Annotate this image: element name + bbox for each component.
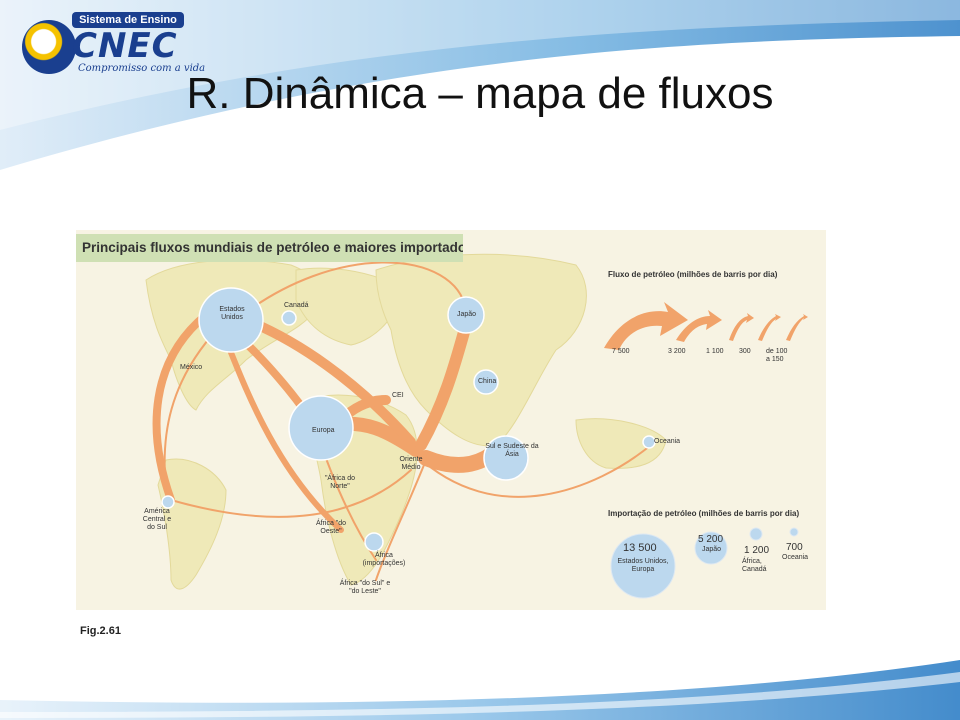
bottom-swoosh-light: [0, 672, 960, 718]
import-legend-value-2: 5 200: [698, 534, 724, 545]
import-legend-label-4: Oceania: [782, 554, 809, 561]
label-africa-norte: "África do Norte": [324, 475, 356, 490]
flow-legend-value-2: 3 200: [668, 348, 686, 355]
bubble-eua: [198, 287, 264, 353]
import-legend-label-1: Estados Unidos, Europa: [617, 558, 669, 573]
top-swoosh-light: [0, 0, 960, 130]
bottom-swoosh: [0, 660, 960, 720]
flow-thin-3: [170, 469, 412, 518]
label-cei: CEI: [392, 392, 404, 399]
flow-thin-1: [415, 444, 652, 498]
cnec-logo: Sistema de Ensino CNEC Compromisso com a…: [22, 12, 205, 78]
import-legend-label-3: África, Canadá: [742, 558, 767, 573]
bubble-africa-import: [364, 532, 384, 552]
import-legend-title: Importação de petróleo (milhões de barri…: [608, 509, 800, 518]
label-china: China: [478, 378, 497, 385]
label-africa-oeste: África "do Oeste": [315, 520, 347, 535]
flow-mideast-japao: [415, 319, 472, 451]
label-africa-importacoes: África (importações): [362, 552, 406, 567]
bubble-america: [161, 495, 175, 509]
flow-legend-value-4: 300: [739, 348, 751, 355]
flow-legend-value-1: 7 500: [612, 348, 630, 355]
logo-top-text: Sistema de Ensino: [72, 12, 184, 28]
label-europa: Europa: [312, 427, 335, 434]
import-legend-bubbles: [610, 527, 799, 599]
bubble-oceania: [642, 435, 656, 449]
import-legend-value-4: 700: [786, 542, 803, 553]
bubble-china: [473, 369, 499, 395]
south-america-shape: [157, 458, 227, 590]
figure-caption: Fig.2.61: [80, 625, 121, 637]
label-sul-asia: Sul e Sudeste da Ásia: [485, 443, 539, 458]
map-header: Principais fluxos mundiais de petróleo e…: [76, 234, 463, 262]
flow-mideast-eua: [241, 315, 416, 447]
flow-thin-6: [375, 459, 427, 581]
asia-shape: [375, 253, 587, 447]
bubble-canada: [281, 310, 297, 326]
flow-legend-title: Fluxo de petróleo (milhões de barris por…: [608, 270, 778, 279]
label-mexico: México: [180, 364, 203, 371]
bubble-europe: [288, 395, 354, 461]
logo-emblem-icon: [22, 20, 76, 74]
oceania-shape: [575, 418, 667, 469]
flow-america-eua: [152, 311, 210, 504]
label-america: América Central e do Sul: [142, 508, 172, 531]
flow-thin-2: [235, 261, 467, 321]
label-africa-sul: África "do Sul" e "do Leste": [339, 580, 391, 595]
label-oceania: Oceania: [654, 438, 681, 445]
import-legend-label-2: Japão: [702, 546, 722, 553]
flow-legend-value-5: de 100 a 150: [766, 348, 788, 363]
label-eua: Estados Unidos: [219, 306, 245, 321]
oil-flow-map: [76, 230, 826, 610]
logo-slogan: Compromisso com a vida: [78, 63, 206, 74]
import-legend-value-3: 1 200: [744, 545, 770, 556]
logo-name: CNEC: [72, 26, 178, 66]
bubble-japao: [447, 296, 485, 334]
label-oriente-medio: Oriente Médio: [399, 456, 423, 471]
label-canada: Canadá: [284, 302, 309, 309]
import-legend-value-1: 13 500: [623, 542, 657, 554]
bubble-sulasia: [483, 435, 529, 481]
top-swoosh: [0, 0, 960, 170]
label-japao: Japão: [457, 311, 477, 318]
import-bubbles: [161, 287, 656, 552]
flow-legend-value-3: 1 100: [706, 348, 724, 355]
flow-legend-arrows: [604, 302, 808, 350]
flow-africa-eua: [223, 337, 344, 533]
slide-title: R. Dinâmica – mapa de fluxos: [186, 69, 774, 118]
